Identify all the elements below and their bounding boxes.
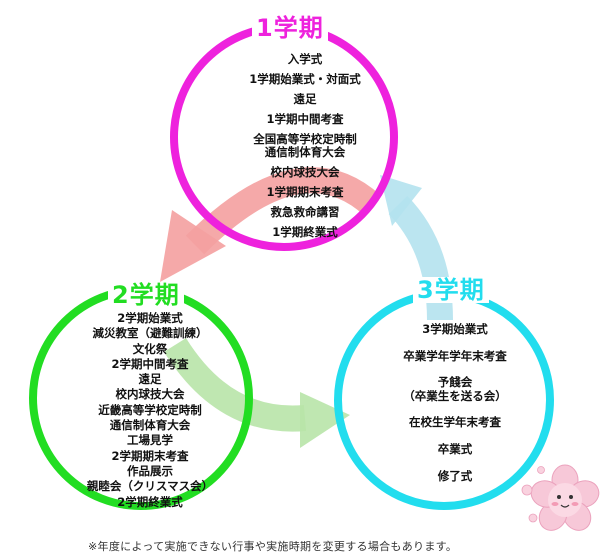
footnote: ※年度によって実施できない行事や実施時期を変更する場合もあります。	[88, 540, 458, 553]
arrow-term2-to-term3	[163, 337, 307, 432]
term2-event-item: 2学期終業式	[117, 494, 183, 509]
arrow-term1-to-term2-head	[160, 210, 226, 282]
term2-event-item: 遠足	[138, 372, 162, 387]
term1-event-item: 遠足	[293, 92, 317, 106]
term2-event-item: 通信制体育大会	[109, 418, 191, 433]
term2-event-item: 減災教室（避難訓練）	[92, 326, 208, 341]
term3-event-item: 卒業式	[437, 442, 473, 456]
term1-event-list: 入学式 1学期始業式・対面式遠足 1学期中間考査全国高等学校定時制 通信制体育大会校…	[215, 49, 395, 242]
arrow-term2-to-term3-head	[300, 392, 350, 448]
term1-event-item: 1学期始業式・対面式	[249, 72, 361, 86]
term1-event-item: 校内球技大会	[270, 165, 340, 179]
term2-event-item: 2学期中間考査	[111, 356, 189, 371]
term1-event-item: 入学式	[287, 52, 323, 66]
term2-event-item: 校内球技大会	[115, 387, 185, 402]
term2-event-item: 2学期期末考査	[111, 448, 189, 463]
term2-event-item: 工場見学	[127, 433, 173, 448]
term2-event-item: 近畿高等学校定時制	[98, 402, 202, 417]
arrow-term3-to-term1-head	[380, 175, 422, 226]
term1-title: 1学期	[252, 15, 328, 41]
term1-event-item: 全国高等学校定時制 通信制体育大会	[253, 132, 357, 159]
term2-title: 2学期	[108, 282, 184, 308]
term3-event-item: 在校生学年末考査	[409, 415, 501, 429]
term3-event-item: 卒業学年学年末考査	[403, 349, 507, 363]
term1-event-item: 1学期期末考査	[266, 185, 344, 199]
term3-event-item: 修了式	[437, 469, 473, 483]
arrow-term3-to-term1	[388, 195, 453, 321]
term2-event-item: 親睦会（クリスマス会）	[86, 479, 214, 494]
term1-event-item: 1学期終業式	[272, 225, 338, 239]
term3-event-item: 予餞会 （卒業生を送る会）	[403, 375, 507, 403]
term2-event-item: 文化祭	[132, 341, 168, 356]
term1-event-item: 1学期中間考査	[266, 112, 344, 126]
term3-event-item: 3学期始業式	[422, 322, 488, 336]
term2-event-item: 2学期始業式	[117, 311, 183, 325]
term2-event-item: 作品展示	[127, 463, 173, 478]
term1-event-item: 救急救命講習	[270, 205, 340, 219]
sakura-mascot-icon	[521, 464, 600, 531]
term3-title: 3学期	[413, 277, 489, 303]
term3-event-list: 3学期始業式卒業学年学年末考査予餞会 （卒業生を送る会） 在校生学年末考査卒業式修…	[370, 321, 540, 495]
